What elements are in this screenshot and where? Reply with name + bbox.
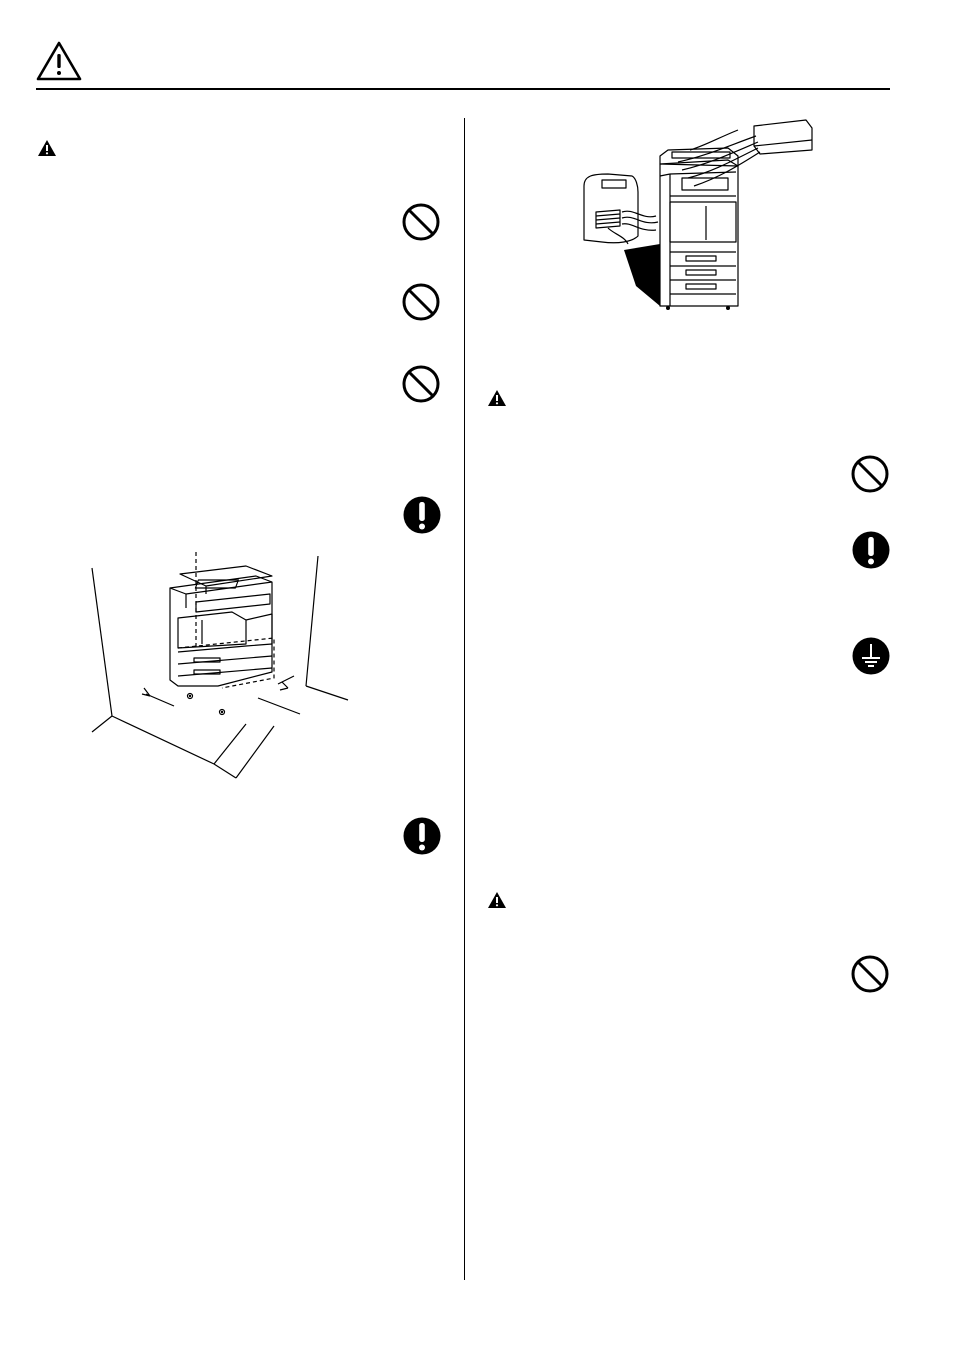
mandatory-action-icon [402,495,442,535]
column-divider [464,118,465,1280]
prohibited-icon [850,954,890,994]
small-warning-triangle-icon [487,389,507,407]
prohibited-icon [401,202,441,242]
prohibited-icon [401,364,441,404]
copier-clearance-illustration [86,548,356,784]
header-rule [36,88,890,90]
mandatory-action-icon [402,816,442,856]
prohibited-icon [401,282,441,322]
ground-icon [851,636,891,676]
mandatory-action-icon [851,530,891,570]
small-warning-triangle-icon [487,891,507,909]
header-warning-triangle-icon [36,40,82,82]
small-warning-triangle-icon [37,139,57,157]
copier-ventilation-illustration [578,116,818,312]
prohibited-icon [850,454,890,494]
